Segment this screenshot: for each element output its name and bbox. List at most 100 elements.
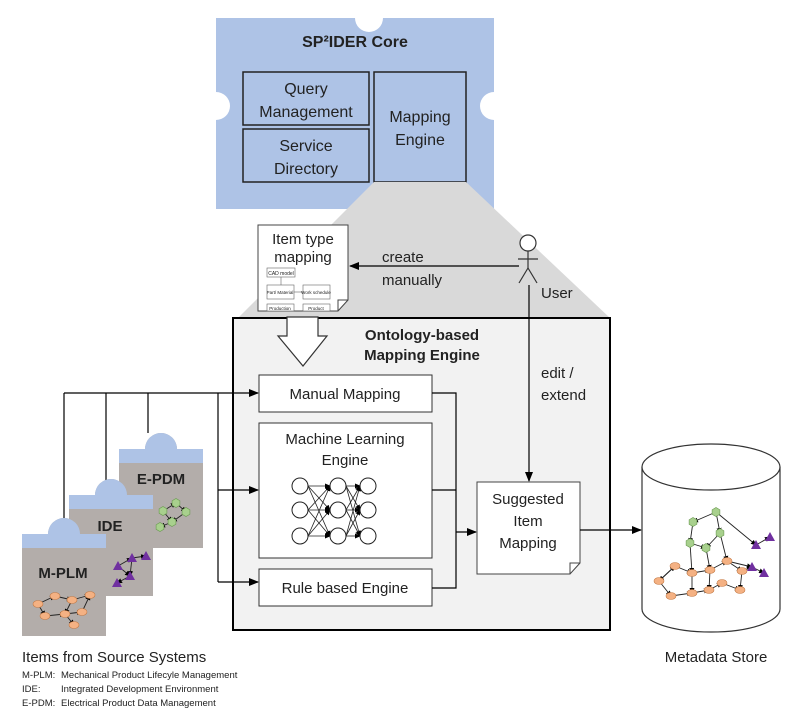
core-puzzle-piece: SP²IDER Core Query Management Service Di… (216, 18, 494, 209)
legend-ide-text: Integrated Development Environment (61, 684, 219, 695)
orange-node (32, 600, 44, 608)
green-node (158, 506, 168, 516)
query-management-line2: Management (259, 104, 353, 121)
edit-label-line2: extend (541, 387, 586, 404)
core-mapping-engine-line2: Engine (395, 132, 445, 149)
green-node (171, 498, 181, 508)
green-node (155, 522, 165, 532)
hollow-down-arrow (276, 316, 329, 367)
green-node (711, 507, 721, 517)
rule-engine-label: Rule based Engine (282, 580, 409, 597)
ml-engine-line1: Machine Learning (285, 431, 404, 448)
nn-edge (307, 485, 331, 537)
nn-edge (345, 485, 362, 537)
legend-mplm-text: Mechanical Product Lifecyle Management (61, 670, 238, 681)
orange-node (49, 592, 61, 600)
sources-caption: Items from Source Systems (22, 649, 206, 666)
mini-box-production-label: Production (269, 306, 291, 311)
service-directory-line2: Directory (274, 161, 338, 178)
create-label-line2: manually (382, 272, 443, 289)
manual-mapping-label: Manual Mapping (290, 386, 401, 403)
orange-node (721, 557, 733, 565)
nn-node (329, 501, 347, 519)
service-directory-box (242, 128, 370, 183)
mplm-label: M-PLM (38, 565, 87, 582)
orange-node (76, 608, 88, 616)
purple-node (113, 561, 123, 570)
source-connectors (63, 389, 259, 586)
ontology-engine-title-line2: Mapping Engine (364, 347, 480, 364)
suggested-line3: Mapping (499, 535, 557, 552)
green-node (685, 538, 695, 548)
nn-node (329, 527, 347, 545)
green-node (701, 543, 711, 553)
purple-node (125, 571, 135, 580)
edit-label-line1: edit / (541, 365, 574, 382)
green-node (167, 517, 177, 527)
orange-node (66, 596, 78, 604)
nn-edge (307, 509, 331, 537)
graph-edge (689, 542, 695, 574)
orange-node (59, 610, 71, 618)
mini-box-part-label: Part/ Material (267, 290, 294, 295)
ide-graph (112, 551, 151, 587)
nn-node (359, 527, 377, 545)
mini-box-cad-label: CAD model (268, 271, 294, 277)
purple-node (112, 578, 122, 587)
suggested-item-mapping-document: Suggested Item Mapping (476, 481, 581, 575)
metadata-graph (653, 507, 775, 600)
nn-node (291, 501, 309, 519)
orange-node (703, 586, 715, 594)
query-management-box (242, 71, 370, 126)
purple-node (127, 553, 137, 562)
purple-node (141, 551, 151, 560)
item-type-mapping-document: Item type mapping CAD model Part/ Materi… (257, 224, 349, 312)
orange-node (653, 577, 665, 585)
legend-ide-abbr: IDE: (22, 684, 40, 695)
orange-node (734, 586, 746, 594)
rule-engine-box (258, 568, 433, 607)
purple-node (747, 562, 757, 571)
mini-box-product (302, 303, 331, 312)
mplm-graph (32, 591, 96, 629)
orange-node (716, 579, 728, 587)
nn-node (359, 501, 377, 519)
legend-epdm-text: Electrical Product Data Management (61, 698, 216, 709)
orange-node (665, 592, 677, 600)
legend-epdm-abbr: E-PDM: (22, 698, 55, 709)
green-node (715, 528, 725, 538)
user-label: User (541, 285, 573, 302)
mini-box-product-label: Product (308, 306, 324, 311)
orange-node (39, 612, 51, 620)
orange-node (736, 567, 748, 575)
orange-node (686, 589, 698, 597)
mini-box-work (302, 284, 331, 300)
legend-mplm-abbr: M-PLM: (22, 670, 55, 681)
nn-edge (345, 509, 361, 537)
nn-node (329, 477, 347, 495)
purple-node (759, 568, 769, 577)
orange-node (686, 569, 698, 577)
purple-node (751, 540, 761, 549)
create-label-line1: create (382, 249, 424, 266)
ontology-engine-title-line1: Ontology-based (365, 327, 479, 344)
item-type-mapping-line1: Item type (272, 231, 334, 248)
engine-output-connectors (432, 392, 477, 589)
user-icon (518, 234, 538, 284)
neural-network-icon (291, 477, 377, 545)
graph-edge (715, 511, 757, 546)
nn-node (359, 477, 377, 495)
nn-node (291, 527, 309, 545)
orange-node (84, 591, 96, 599)
epdm-label: E-PDM (137, 471, 185, 488)
metadata-store-cylinder (641, 443, 781, 633)
orange-node (669, 562, 681, 570)
graph-edge (719, 532, 729, 562)
item-type-mapping-line2: mapping (274, 249, 332, 266)
green-node (181, 507, 191, 517)
core-mapping-engine-line1: Mapping (389, 109, 450, 126)
service-directory-line1: Service (279, 138, 332, 155)
purple-node (765, 532, 775, 541)
